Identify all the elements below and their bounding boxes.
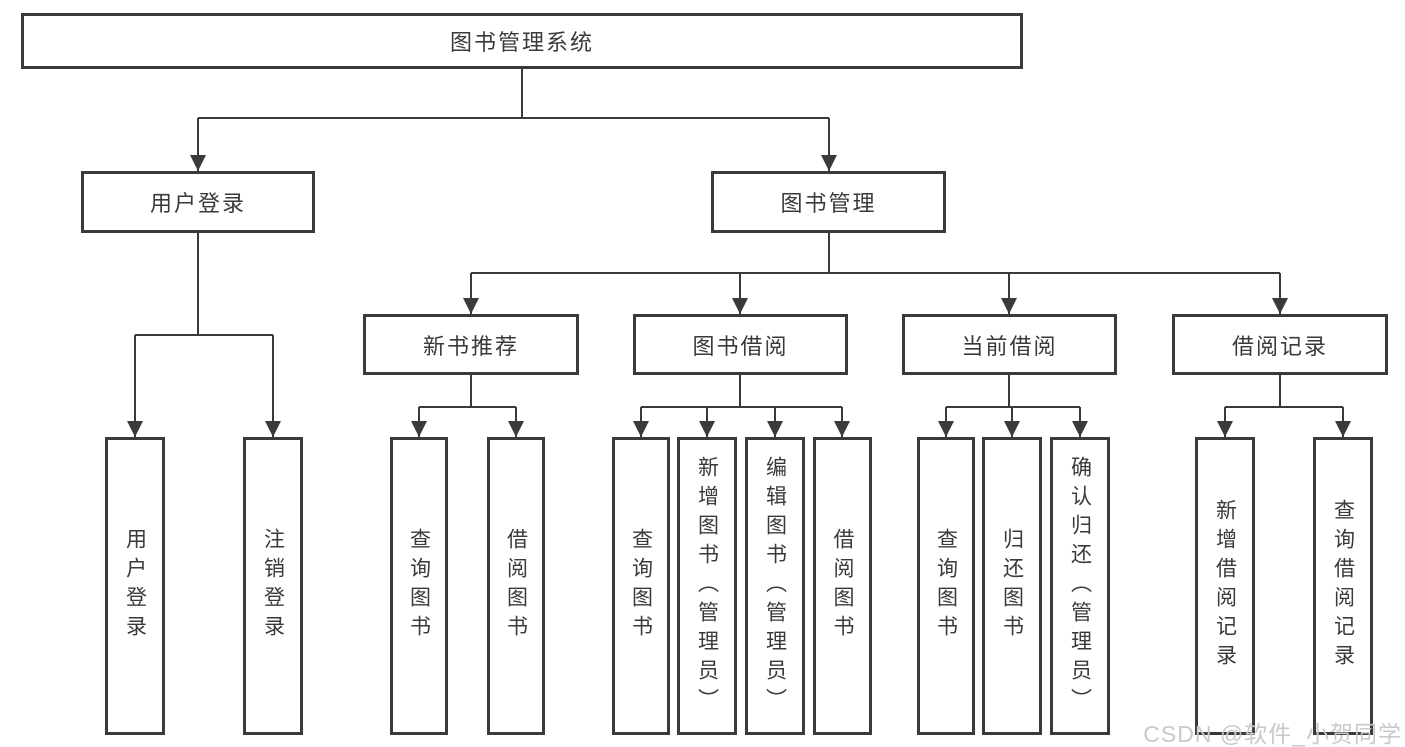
leaf-confirm-return-admin: 确认归还（管理员） bbox=[1050, 437, 1110, 735]
node-user-login-label: 用户登录 bbox=[149, 191, 246, 216]
node-root: 图书管理系统 bbox=[21, 13, 1023, 69]
leaf-query-borrow-record-label: 查询借阅记录 bbox=[1331, 499, 1355, 673]
connector-book-mgmt-to-level3 bbox=[463, 233, 1288, 314]
node-borrowing-records-label: 借阅记录 bbox=[1231, 333, 1328, 359]
connector-book-borrow-to-leaves bbox=[633, 375, 850, 437]
connector-borrow-records-to-leaves bbox=[1217, 375, 1351, 437]
leaf-add-books-admin: 新增图书（管理员） bbox=[677, 437, 737, 735]
leaf-query-books-newrec: 查询图书 bbox=[390, 437, 448, 735]
leaf-query-books-current-label: 查询图书 bbox=[934, 528, 958, 644]
leaf-return-books: 归还图书 bbox=[982, 437, 1042, 735]
node-book-management: 图书管理 bbox=[711, 171, 946, 233]
leaf-edit-books-admin-label: 编辑图书（管理员） bbox=[763, 455, 787, 717]
connector-user-login-to-leaves bbox=[127, 233, 281, 437]
leaf-borrow-books-borrow: 借阅图书 bbox=[813, 437, 872, 735]
leaf-user-login-label: 用户登录 bbox=[123, 528, 147, 644]
node-book-borrowing-label: 图书借阅 bbox=[692, 333, 789, 359]
node-book-management-label: 图书管理 bbox=[780, 191, 877, 216]
leaf-add-borrow-record-label: 新增借阅记录 bbox=[1213, 499, 1237, 673]
node-new-book-recommend: 新书推荐 bbox=[363, 314, 579, 375]
node-current-borrowing: 当前借阅 bbox=[902, 314, 1117, 375]
leaf-query-borrow-record: 查询借阅记录 bbox=[1313, 437, 1373, 735]
node-user-login: 用户登录 bbox=[81, 171, 315, 233]
leaf-borrow-books-borrow-label: 借阅图书 bbox=[831, 528, 854, 644]
leaf-query-books-newrec-label: 查询图书 bbox=[407, 528, 431, 644]
leaf-query-books-borrow: 查询图书 bbox=[612, 437, 670, 735]
connector-current-borrow-to-leaves bbox=[938, 375, 1088, 437]
node-new-book-recommend-label: 新书推荐 bbox=[422, 333, 519, 359]
node-current-borrowing-label: 当前借阅 bbox=[961, 333, 1058, 359]
leaf-add-books-admin-label: 新增图书（管理员） bbox=[695, 455, 719, 717]
node-book-borrowing: 图书借阅 bbox=[633, 314, 848, 375]
leaf-user-login: 用户登录 bbox=[105, 437, 165, 735]
leaf-borrow-books-newrec: 借阅图书 bbox=[487, 437, 545, 735]
leaf-borrow-books-newrec-label: 借阅图书 bbox=[504, 528, 528, 644]
leaf-confirm-return-admin-label: 确认归还（管理员） bbox=[1068, 455, 1092, 717]
leaf-logout-login-label: 注销登录 bbox=[261, 528, 285, 644]
connector-new-book-rec-to-leaves bbox=[411, 375, 524, 437]
leaf-edit-books-admin: 编辑图书（管理员） bbox=[745, 437, 805, 735]
leaf-add-borrow-record: 新增借阅记录 bbox=[1195, 437, 1255, 735]
leaf-query-books-borrow-label: 查询图书 bbox=[629, 528, 653, 644]
leaf-query-books-current: 查询图书 bbox=[917, 437, 975, 735]
node-root-label: 图书管理系统 bbox=[449, 30, 594, 55]
csdn-watermark: CSDN @软件_小贺同学 bbox=[1143, 721, 1402, 747]
connector-root-to-level2 bbox=[190, 69, 837, 171]
node-borrowing-records: 借阅记录 bbox=[1172, 314, 1388, 375]
leaf-return-books-label: 归还图书 bbox=[1000, 528, 1024, 644]
leaf-logout-login: 注销登录 bbox=[243, 437, 303, 735]
